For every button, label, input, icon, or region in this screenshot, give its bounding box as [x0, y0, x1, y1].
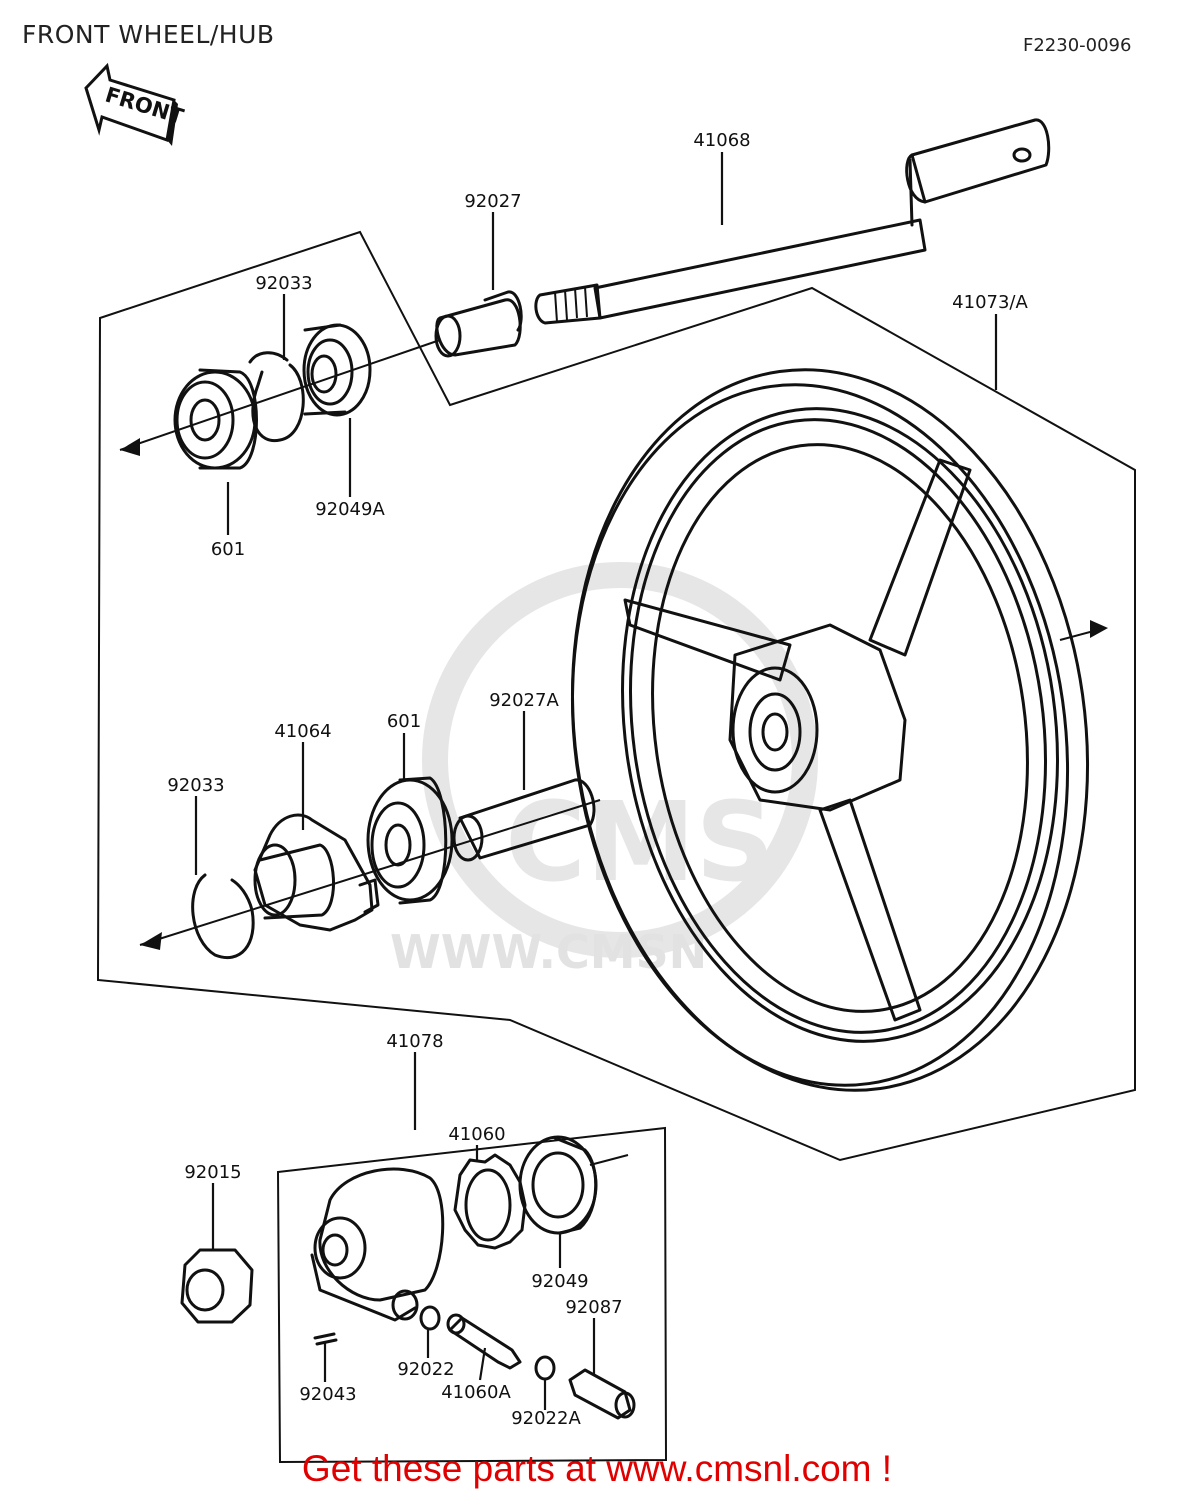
axis-arrowhead-mid	[140, 932, 162, 950]
leader-lines	[194, 152, 998, 1410]
axis-arrowhead-right	[1090, 620, 1108, 638]
axis-line-bottom	[589, 1154, 629, 1166]
gearbox-housing-41078	[310, 1167, 445, 1322]
label-92087: 92087	[565, 1297, 622, 1318]
label-41068: 41068	[693, 130, 750, 151]
watermark-logo: CMS WWW.CMSN	[390, 562, 818, 979]
washer-92022A	[534, 1355, 556, 1381]
label-92027A: 92027A	[489, 690, 559, 711]
label-92049: 92049	[531, 1271, 588, 1292]
washer-92022	[419, 1305, 441, 1331]
meter-gear-group-outline	[276, 1126, 668, 1464]
label-41073A: 41073/A	[952, 292, 1028, 313]
cover-41064	[253, 813, 380, 932]
label-92015: 92015	[184, 1162, 241, 1183]
pinion-41060A	[446, 1313, 522, 1370]
bearing-601-mid	[366, 776, 454, 905]
collar-92027	[434, 290, 523, 358]
part-labels: 41068 92027 92033 41073/A 601 92049A 410…	[167, 130, 1028, 1429]
label-41060A: 41060A	[441, 1382, 511, 1403]
label-92043: 92043	[299, 1384, 356, 1405]
label-92022: 92022	[397, 1359, 454, 1380]
label-41060: 41060	[448, 1124, 505, 1145]
label-41064: 41064	[274, 721, 331, 742]
axis-arrowhead-top	[120, 438, 140, 456]
gear-41060	[453, 1153, 527, 1250]
circlip-92033-mid	[191, 873, 255, 960]
front-arrow: FRONT	[84, 62, 187, 146]
label-92033-mid: 92033	[167, 775, 224, 796]
label-41078: 41078	[386, 1031, 443, 1052]
axis-line-mid	[139, 799, 601, 946]
label-92033-top: 92033	[255, 273, 312, 294]
hub-group-outline	[96, 230, 1136, 1162]
label-92049A: 92049A	[315, 499, 385, 520]
watermark-text: WWW.CMSN	[390, 925, 707, 979]
bearing-92049A	[302, 323, 372, 417]
nut-92015	[180, 1248, 254, 1324]
footer-cta[interactable]: Get these parts at www.cmsnl.com !	[301, 1448, 893, 1489]
wheel-41073A	[570, 368, 1089, 1092]
axis-line-top	[119, 339, 441, 451]
label-601-mid: 601	[387, 711, 421, 732]
label-92022A: 92022A	[511, 1408, 581, 1429]
label-92027: 92027	[464, 191, 521, 212]
pin-92043	[313, 1332, 338, 1346]
page-title: FRONT WHEEL/HUB	[22, 20, 275, 49]
watermark-logo-text: CMS	[505, 778, 774, 906]
seal-92049	[518, 1135, 598, 1235]
spacer-92027A	[452, 778, 596, 862]
bearing-601-top	[173, 368, 258, 470]
label-601-top: 601	[211, 539, 245, 560]
figure-code: F2230-0096	[1023, 35, 1132, 56]
axle-41068	[534, 118, 1051, 325]
bushing-92087	[568, 1368, 636, 1420]
